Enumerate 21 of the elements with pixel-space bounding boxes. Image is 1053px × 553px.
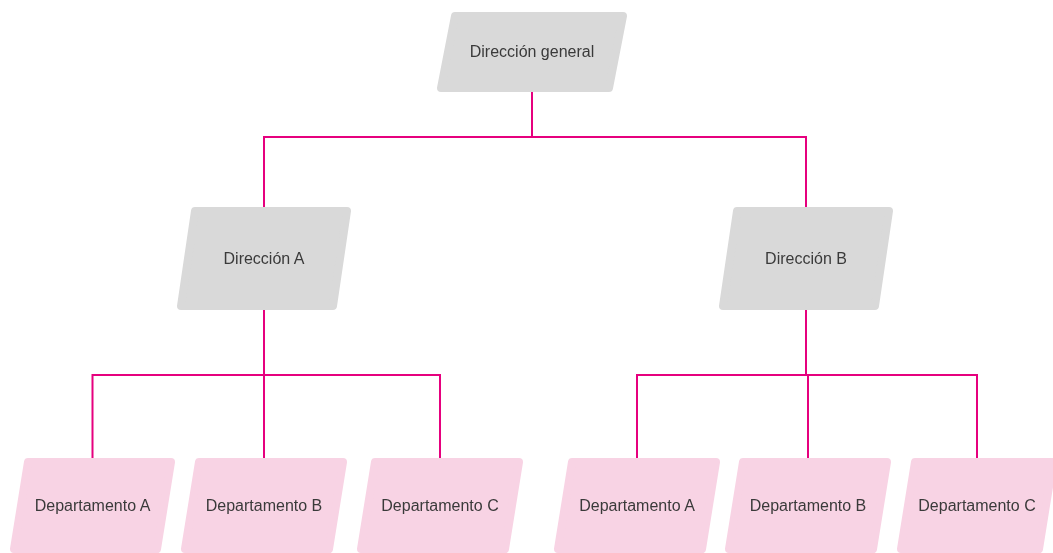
parallelogram-box <box>357 458 523 553</box>
box-label: Departamento C <box>381 496 499 515</box>
box-label: Departamento B <box>205 496 323 515</box>
parallelogram-box <box>181 458 347 553</box>
parallelogram-box <box>554 458 720 553</box>
box-label: Departamento B <box>749 496 867 515</box>
parallelogram-box <box>897 458 1053 553</box>
parallelogram-box <box>719 207 893 310</box>
parallelogram-box <box>10 458 175 553</box>
box-label: Departamento A <box>579 496 695 515</box>
parallelogram-box <box>437 12 627 92</box>
parallelogram-box <box>177 207 351 310</box>
parallelogram-box <box>725 458 891 553</box>
box-label: Dirección A <box>223 249 305 268</box>
box-label: Dirección B <box>765 249 847 268</box>
box-label: Departamento A <box>34 496 151 515</box>
box-label: Departamento C <box>918 496 1036 515</box>
connector-line <box>805 309 978 459</box>
connector-line <box>263 309 441 459</box>
box-label: Dirección general <box>469 43 595 61</box>
connector-line <box>531 91 807 208</box>
